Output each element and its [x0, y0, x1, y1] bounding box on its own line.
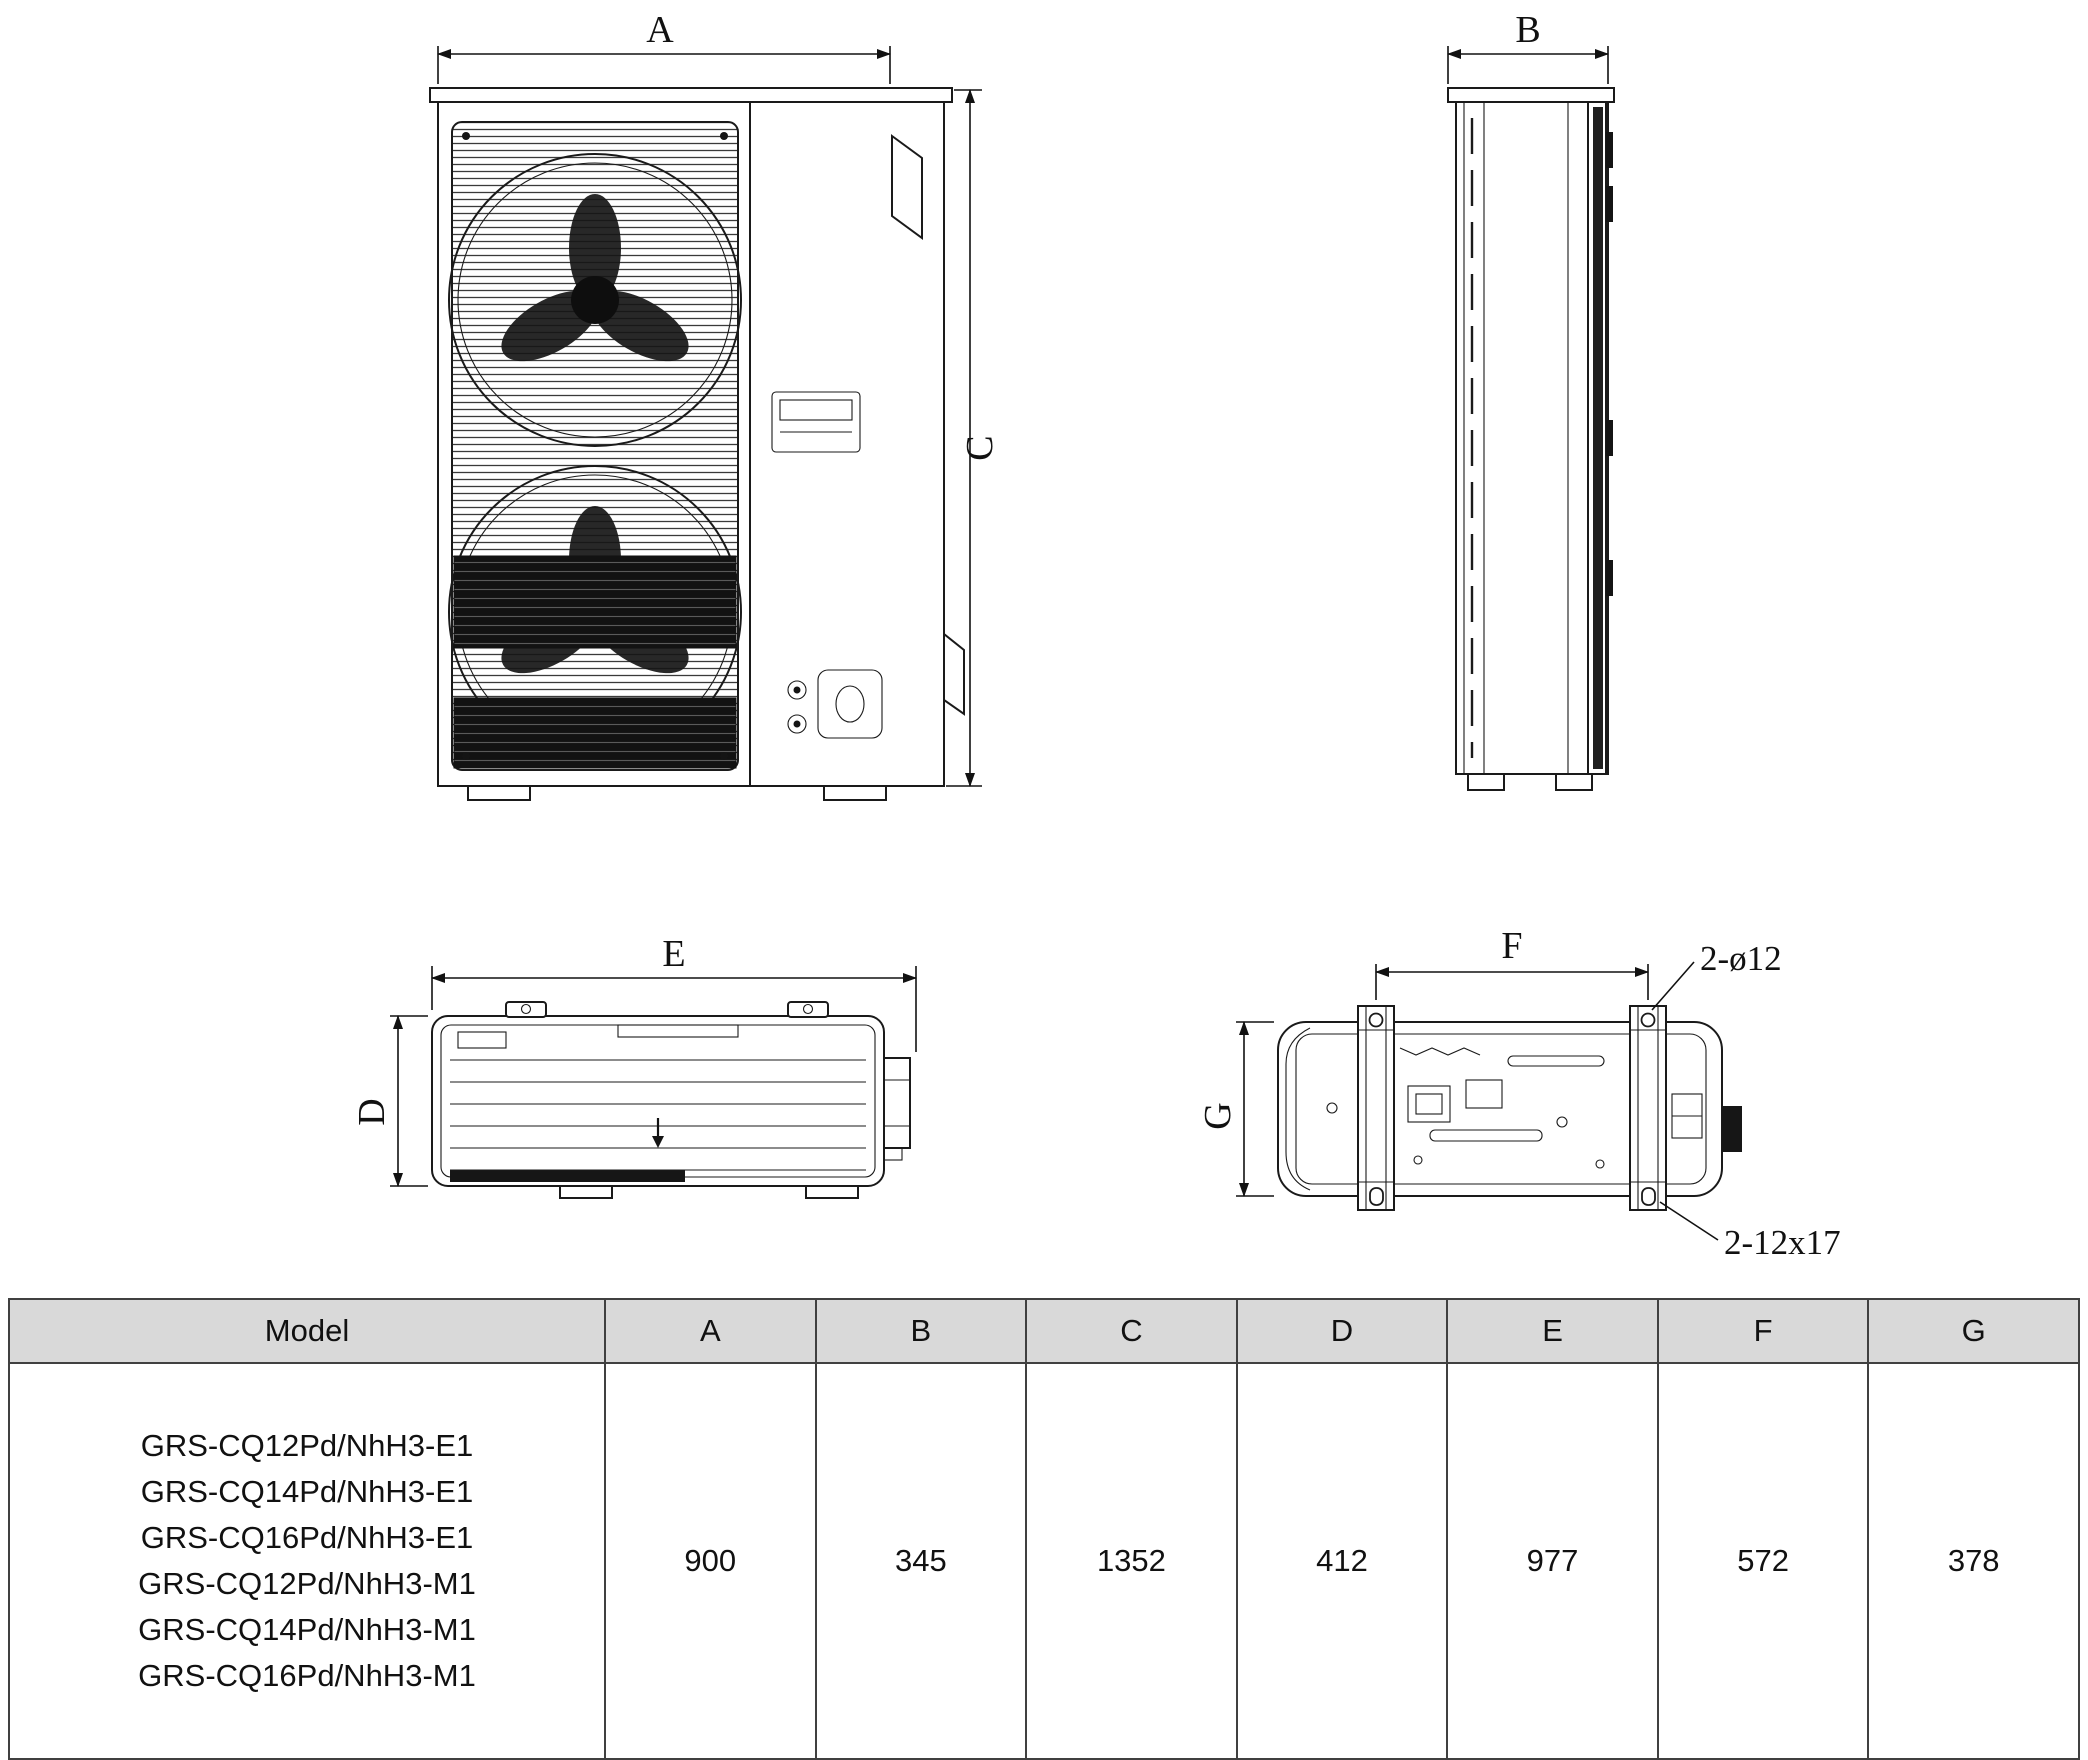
- front-foot-left: [467, 785, 531, 801]
- model-name: GRS-CQ14Pd/NhH3-M1: [138, 1612, 476, 1647]
- mount-bracket-left: [1357, 1005, 1395, 1211]
- grille-dark-band: [453, 555, 737, 649]
- header-c: C: [1025, 1298, 1238, 1364]
- value-d: 412: [1235, 1362, 1449, 1760]
- side-foot-left: [1467, 773, 1505, 791]
- value-g: 378: [1867, 1362, 2080, 1760]
- value-f: 572: [1656, 1362, 1870, 1760]
- dimension-F: F: [1375, 925, 1649, 1000]
- dimensions-table: Model A B C D E F G GRS-CQ12Pd/NhH3-E1 G…: [7, 1298, 2080, 1760]
- dim-c-label: C: [959, 435, 1001, 460]
- model-list-cell: GRS-CQ12Pd/NhH3-E1 GRS-CQ14Pd/NhH3-E1 GR…: [7, 1362, 607, 1760]
- callout-top-holes: 2-ø12: [1651, 939, 1782, 1011]
- dimension-E: E: [431, 933, 917, 1052]
- outdoor-unit-dimension-drawing: A C B: [351, 9, 1841, 1262]
- bottom-right-flange: [943, 631, 965, 716]
- header-d: D: [1235, 1298, 1449, 1364]
- dimension-G: G: [1197, 1021, 1274, 1197]
- side-foot-right: [1555, 773, 1593, 791]
- dim-a-label: A: [646, 9, 674, 51]
- top-right-bracket: [883, 1057, 911, 1161]
- dimension-B: B: [1447, 9, 1609, 84]
- side-view: [1447, 87, 1615, 791]
- value-e: 977: [1446, 1362, 1659, 1760]
- header-g: G: [1867, 1298, 2080, 1364]
- model-name: GRS-CQ16Pd/NhH3-E1: [140, 1520, 474, 1555]
- model-name: GRS-CQ12Pd/NhH3-M1: [138, 1566, 476, 1601]
- bracket-hole-left: [1368, 1012, 1384, 1028]
- top-foot-right: [805, 1185, 859, 1199]
- dim-d-label: D: [351, 1098, 393, 1125]
- table-data-row: GRS-CQ12Pd/NhH3-E1 GRS-CQ14Pd/NhH3-E1 GR…: [7, 1362, 2080, 1760]
- model-name: GRS-CQ14Pd/NhH3-E1: [140, 1474, 474, 1509]
- table-header-row: Model A B C D E F G: [7, 1298, 2080, 1364]
- value-a: 900: [604, 1362, 817, 1760]
- header-model: Model: [7, 1298, 607, 1364]
- value-b: 345: [814, 1362, 1028, 1760]
- callout-bottom-slots: 2-12x17: [1659, 1201, 1841, 1262]
- value-c: 1352: [1025, 1362, 1238, 1760]
- top-dark-strip: [450, 1170, 685, 1182]
- grille-bottom-band: [453, 697, 737, 769]
- dim-e-label: E: [662, 933, 685, 975]
- service-valves: [787, 669, 883, 739]
- top-foot-left: [559, 1185, 613, 1199]
- slots-annotation: 2-12x17: [1724, 1223, 1841, 1262]
- header-a: A: [604, 1298, 817, 1364]
- header-f: F: [1656, 1298, 1870, 1364]
- header-b: B: [814, 1298, 1028, 1364]
- top-mount-tab-left: [505, 1001, 547, 1018]
- pipe-stub: [1722, 1106, 1742, 1152]
- dim-b-label: B: [1515, 9, 1540, 51]
- top-center-mark: [652, 1118, 664, 1148]
- model-name: GRS-CQ12Pd/NhH3-E1: [140, 1428, 474, 1463]
- bracket-slot-left: [1369, 1187, 1384, 1206]
- front-view: [429, 87, 965, 801]
- bracket-hole-right: [1640, 1012, 1656, 1028]
- front-foot-right: [823, 785, 887, 801]
- mount-bracket-right: [1629, 1005, 1667, 1211]
- name-plate: [771, 391, 861, 453]
- top-right-handle: [891, 134, 923, 240]
- bottom-view: [1277, 1005, 1742, 1211]
- bracket-slot-right: [1641, 1187, 1656, 1206]
- dimension-A: A: [437, 9, 891, 84]
- dim-g-label: G: [1197, 1102, 1239, 1129]
- dim-f-label: F: [1501, 925, 1522, 967]
- top-mount-tab-right: [787, 1001, 829, 1018]
- holes-annotation: 2-ø12: [1700, 939, 1782, 978]
- header-e: E: [1446, 1298, 1659, 1364]
- top-view: [431, 1001, 911, 1199]
- dimension-C: C: [946, 89, 1001, 787]
- dimension-D: D: [351, 1015, 428, 1187]
- upper-fan: [448, 153, 742, 447]
- model-name: GRS-CQ16Pd/NhH3-M1: [138, 1658, 476, 1693]
